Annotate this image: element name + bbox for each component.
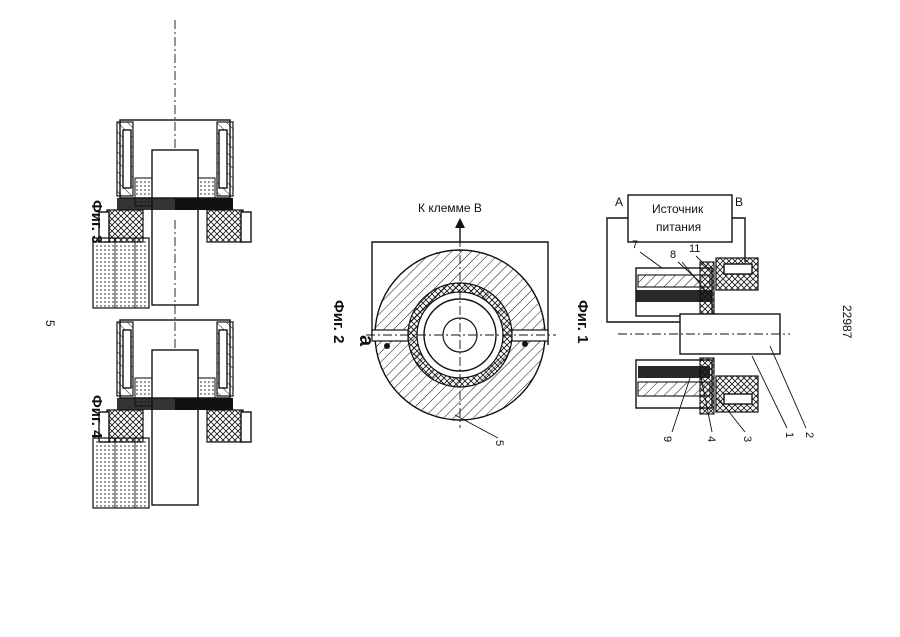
power-source-label-1: Источник xyxy=(652,202,704,216)
power-source-label-2: питания xyxy=(656,220,701,234)
fig1-callout-11: 11 xyxy=(689,243,700,255)
lead-label: К клемме B xyxy=(418,201,482,215)
figure-1: Источник питания A B 7 8 11 xyxy=(574,195,815,442)
figure-3-title: Фиг. 3 xyxy=(88,200,105,243)
fig2-callout-5: 5 xyxy=(493,440,505,446)
fig1-callout-4: 4 xyxy=(705,436,717,442)
fig1-callout-8: 8 xyxy=(670,249,676,261)
figure-2-title: Фиг. 2 xyxy=(330,300,347,343)
fig1-callout-3: 3 xyxy=(741,436,753,442)
page-number: 5 xyxy=(43,320,57,327)
figure-3: Фиг. 3 xyxy=(88,20,251,308)
terminal-a-label: A xyxy=(615,195,623,209)
fig1-callout-2: 2 xyxy=(803,432,815,438)
fig1-callout-7: 7 xyxy=(632,239,638,251)
figure-2: К клемме B 5 a Фиг. 2 xyxy=(330,201,556,446)
document-number: 22987 xyxy=(840,305,854,339)
fig1-callout-9: 9 xyxy=(661,436,673,442)
figure-4-title: Фиг. 4 xyxy=(88,395,105,439)
figure-1-title: Фиг. 1 xyxy=(574,300,591,343)
figure-2-side-letter: a xyxy=(355,335,377,347)
terminal-b-label: B xyxy=(735,195,743,209)
fig1-callout-1: 1 xyxy=(783,432,795,438)
